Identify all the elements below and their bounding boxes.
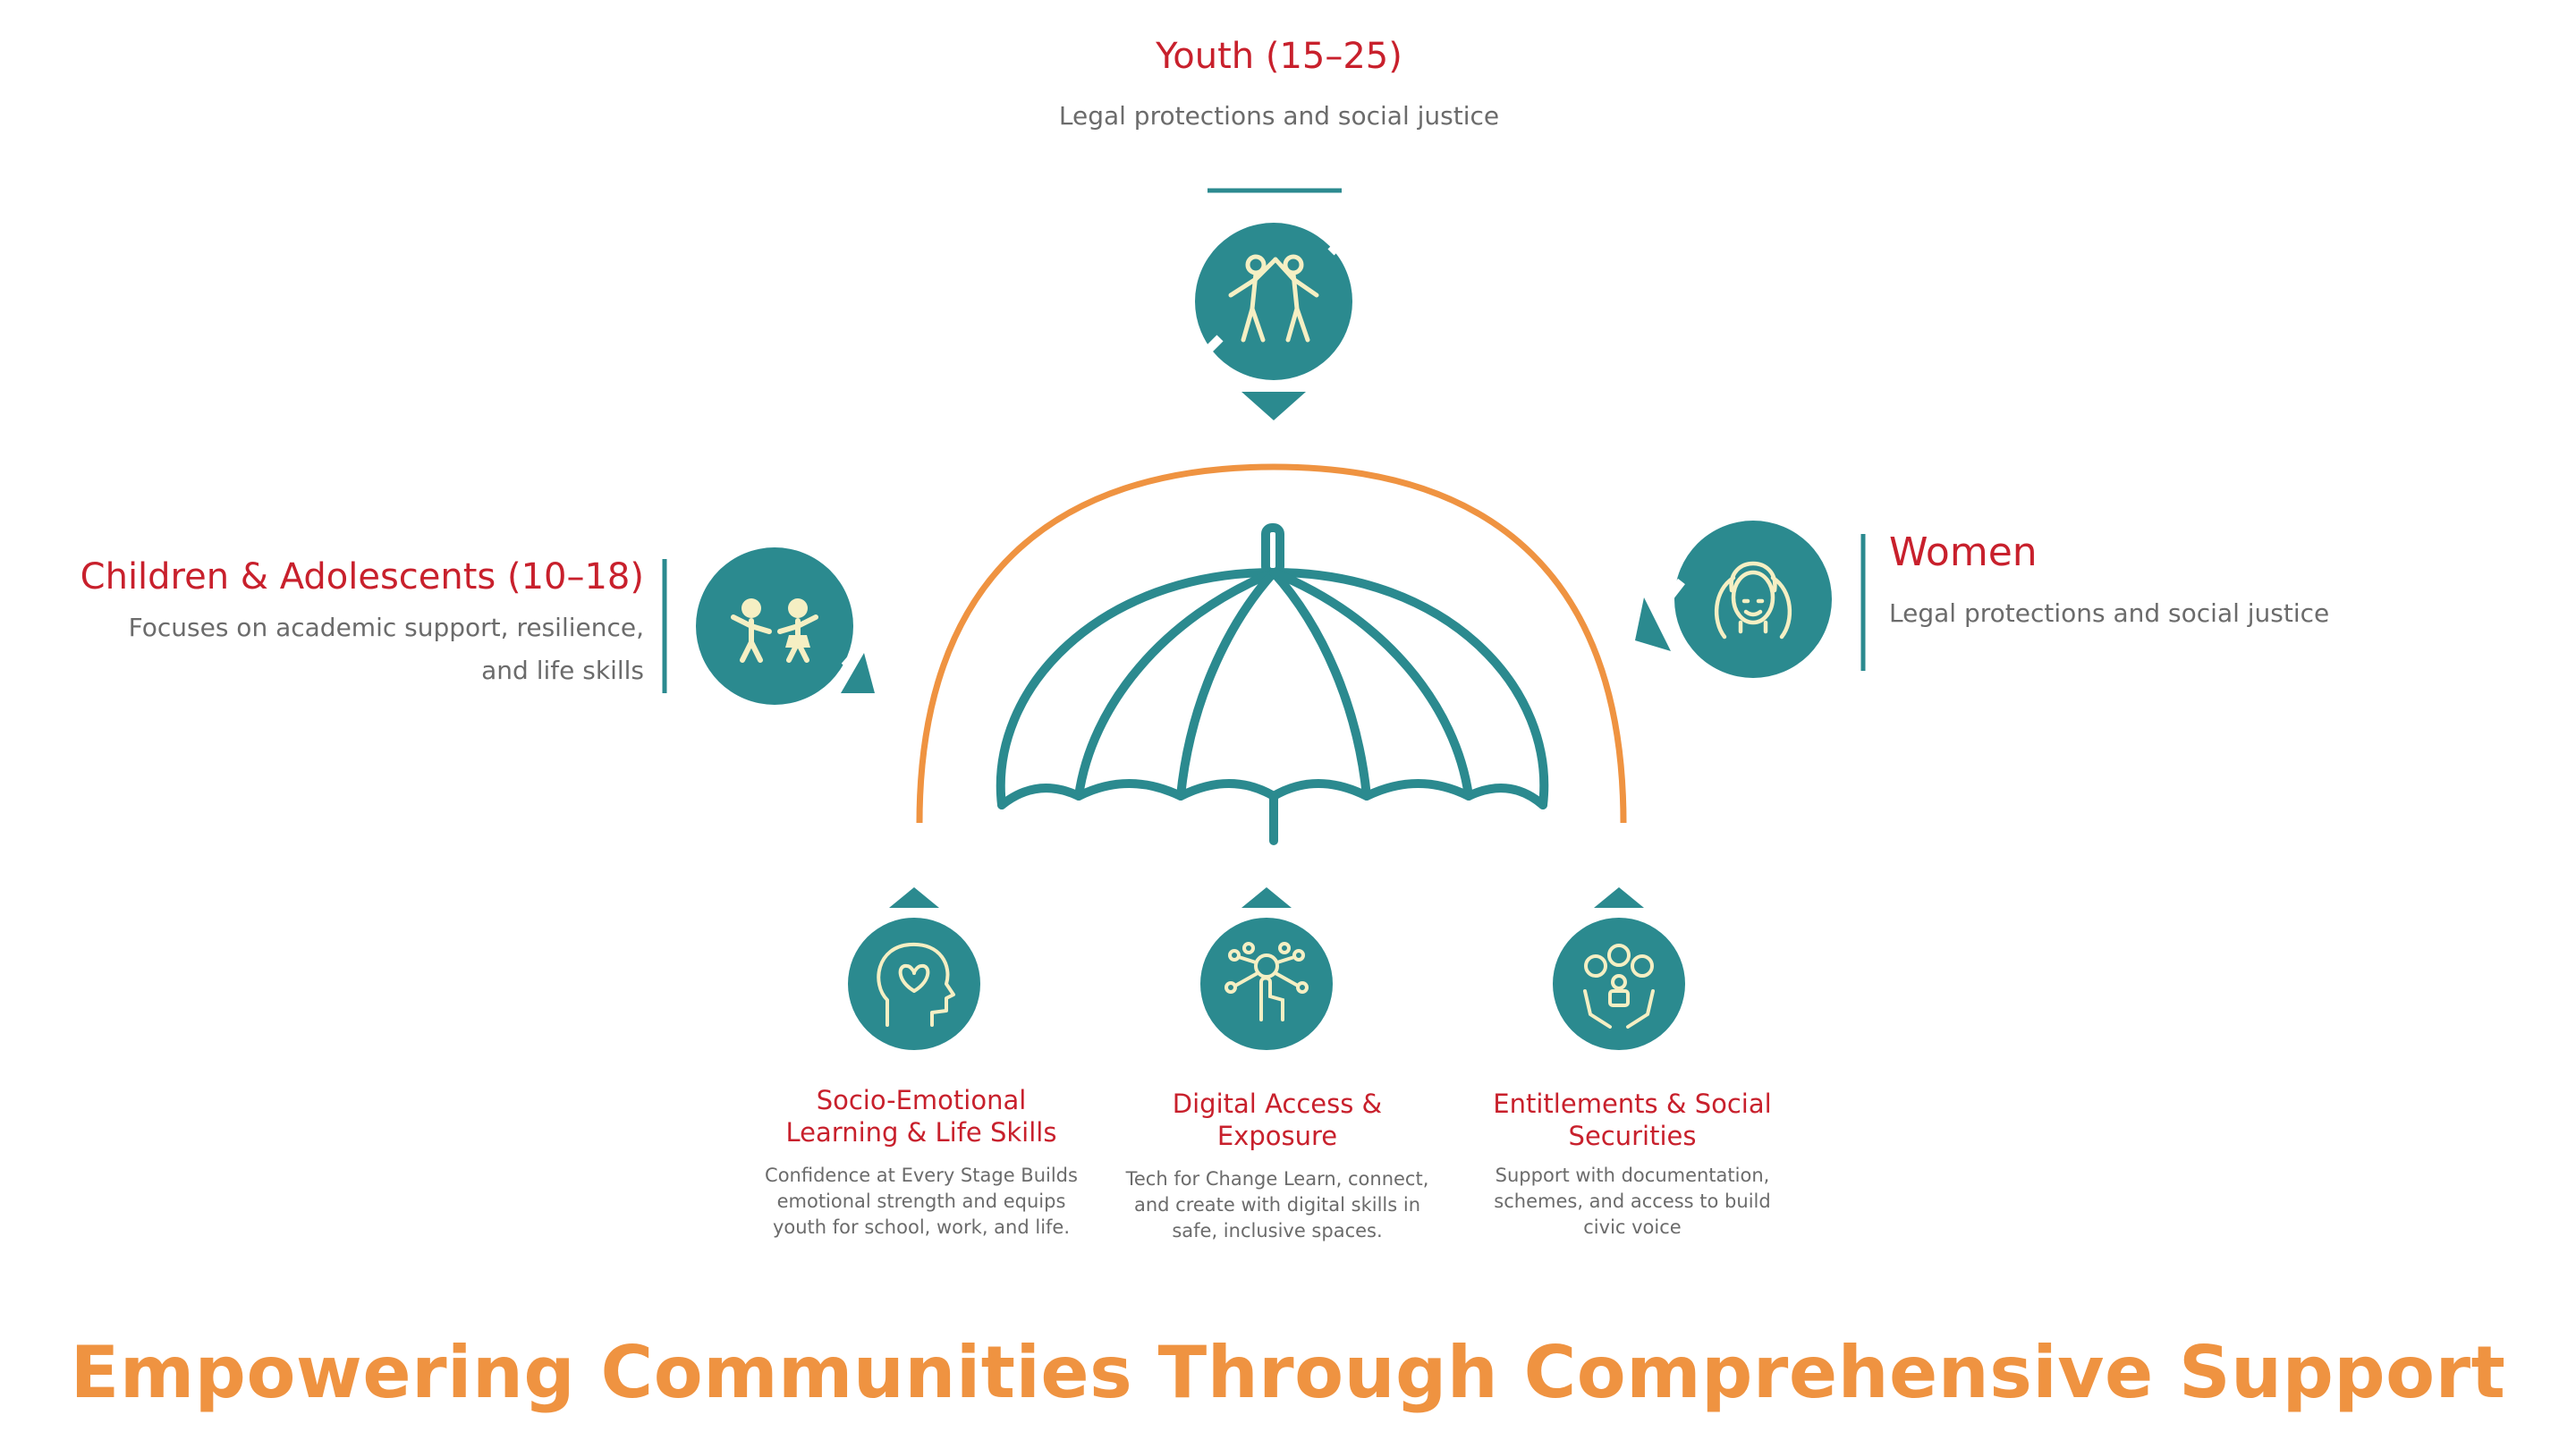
- pillar-entitlements-node: [1553, 887, 1685, 1050]
- pillar-digital-description: Tech for Change Learn, connect, and crea…: [1125, 1168, 1429, 1241]
- pillar-entitlements-description: Support with documentation, schemes, and…: [1494, 1165, 1771, 1238]
- women-title: Women: [1889, 530, 2038, 575]
- brain-heart-icon: [877, 942, 955, 1027]
- umbrella-icon: [996, 523, 1549, 845]
- pillar-entitlements-title: Entitlements & Social Securities: [1493, 1089, 1772, 1151]
- women-description: Legal protections and social justice: [1889, 598, 2330, 628]
- youth-node: [1195, 223, 1352, 420]
- pillar-sel-node: [848, 887, 980, 1050]
- pillar-sel-title: Socio-Emotional Learning & Life Skills: [785, 1085, 1057, 1148]
- pillar-digital-node: [1200, 887, 1333, 1050]
- youth-description: Legal protections and social justice: [1058, 101, 1500, 131]
- women-node: [1635, 521, 1832, 678]
- children-title: Children & Adolescents (10–18): [80, 556, 644, 597]
- children-playing-icon: [731, 598, 818, 663]
- people-dancing-icon: [1228, 254, 1319, 343]
- pillar-digital-title: Digital Access & Exposure: [1172, 1089, 1383, 1151]
- children-node: [696, 547, 875, 705]
- children-description: Focuses on academic support, resilience,…: [128, 613, 644, 685]
- arch: [916, 463, 1627, 824]
- woman-face-icon: [1714, 561, 1792, 640]
- hands-entitlements-icon: [1583, 944, 1655, 1029]
- youth-title: Youth (15–25): [1156, 36, 1402, 77]
- headline: Empowering Communities Through Comprehen…: [70, 1331, 2506, 1414]
- pillar-sel-description: Confidence at Every Stage Builds emotion…: [765, 1165, 1078, 1238]
- digital-network-icon: [1224, 942, 1309, 1021]
